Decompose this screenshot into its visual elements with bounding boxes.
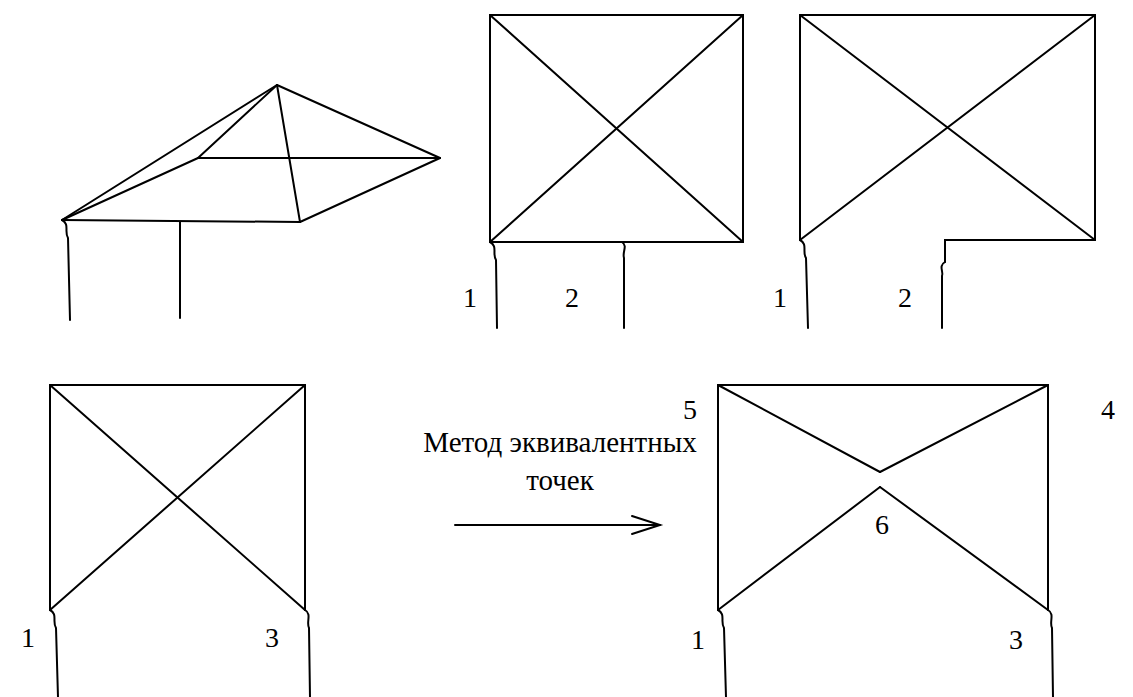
- point-number: 3: [1009, 624, 1023, 656]
- point-number: 3: [265, 622, 279, 654]
- pyramid-frame: [62, 85, 440, 320]
- method-caption: Метод эквивалентных точек: [400, 424, 720, 499]
- square-frame: [490, 15, 743, 328]
- square-frame-open: [800, 15, 1095, 328]
- square-frame-no-base: [50, 385, 310, 697]
- point-number: 2: [565, 282, 579, 314]
- point-number: 1: [773, 282, 787, 314]
- transform-arrow: [455, 516, 660, 534]
- point-number: 4: [1101, 394, 1115, 426]
- point-number: 6: [875, 509, 889, 541]
- point-number: 1: [463, 282, 477, 314]
- point-number: 5: [683, 394, 697, 426]
- point-number: 1: [21, 622, 35, 654]
- point-number: 1: [691, 624, 705, 656]
- split-frame: [718, 385, 1053, 697]
- point-number: 2: [898, 282, 912, 314]
